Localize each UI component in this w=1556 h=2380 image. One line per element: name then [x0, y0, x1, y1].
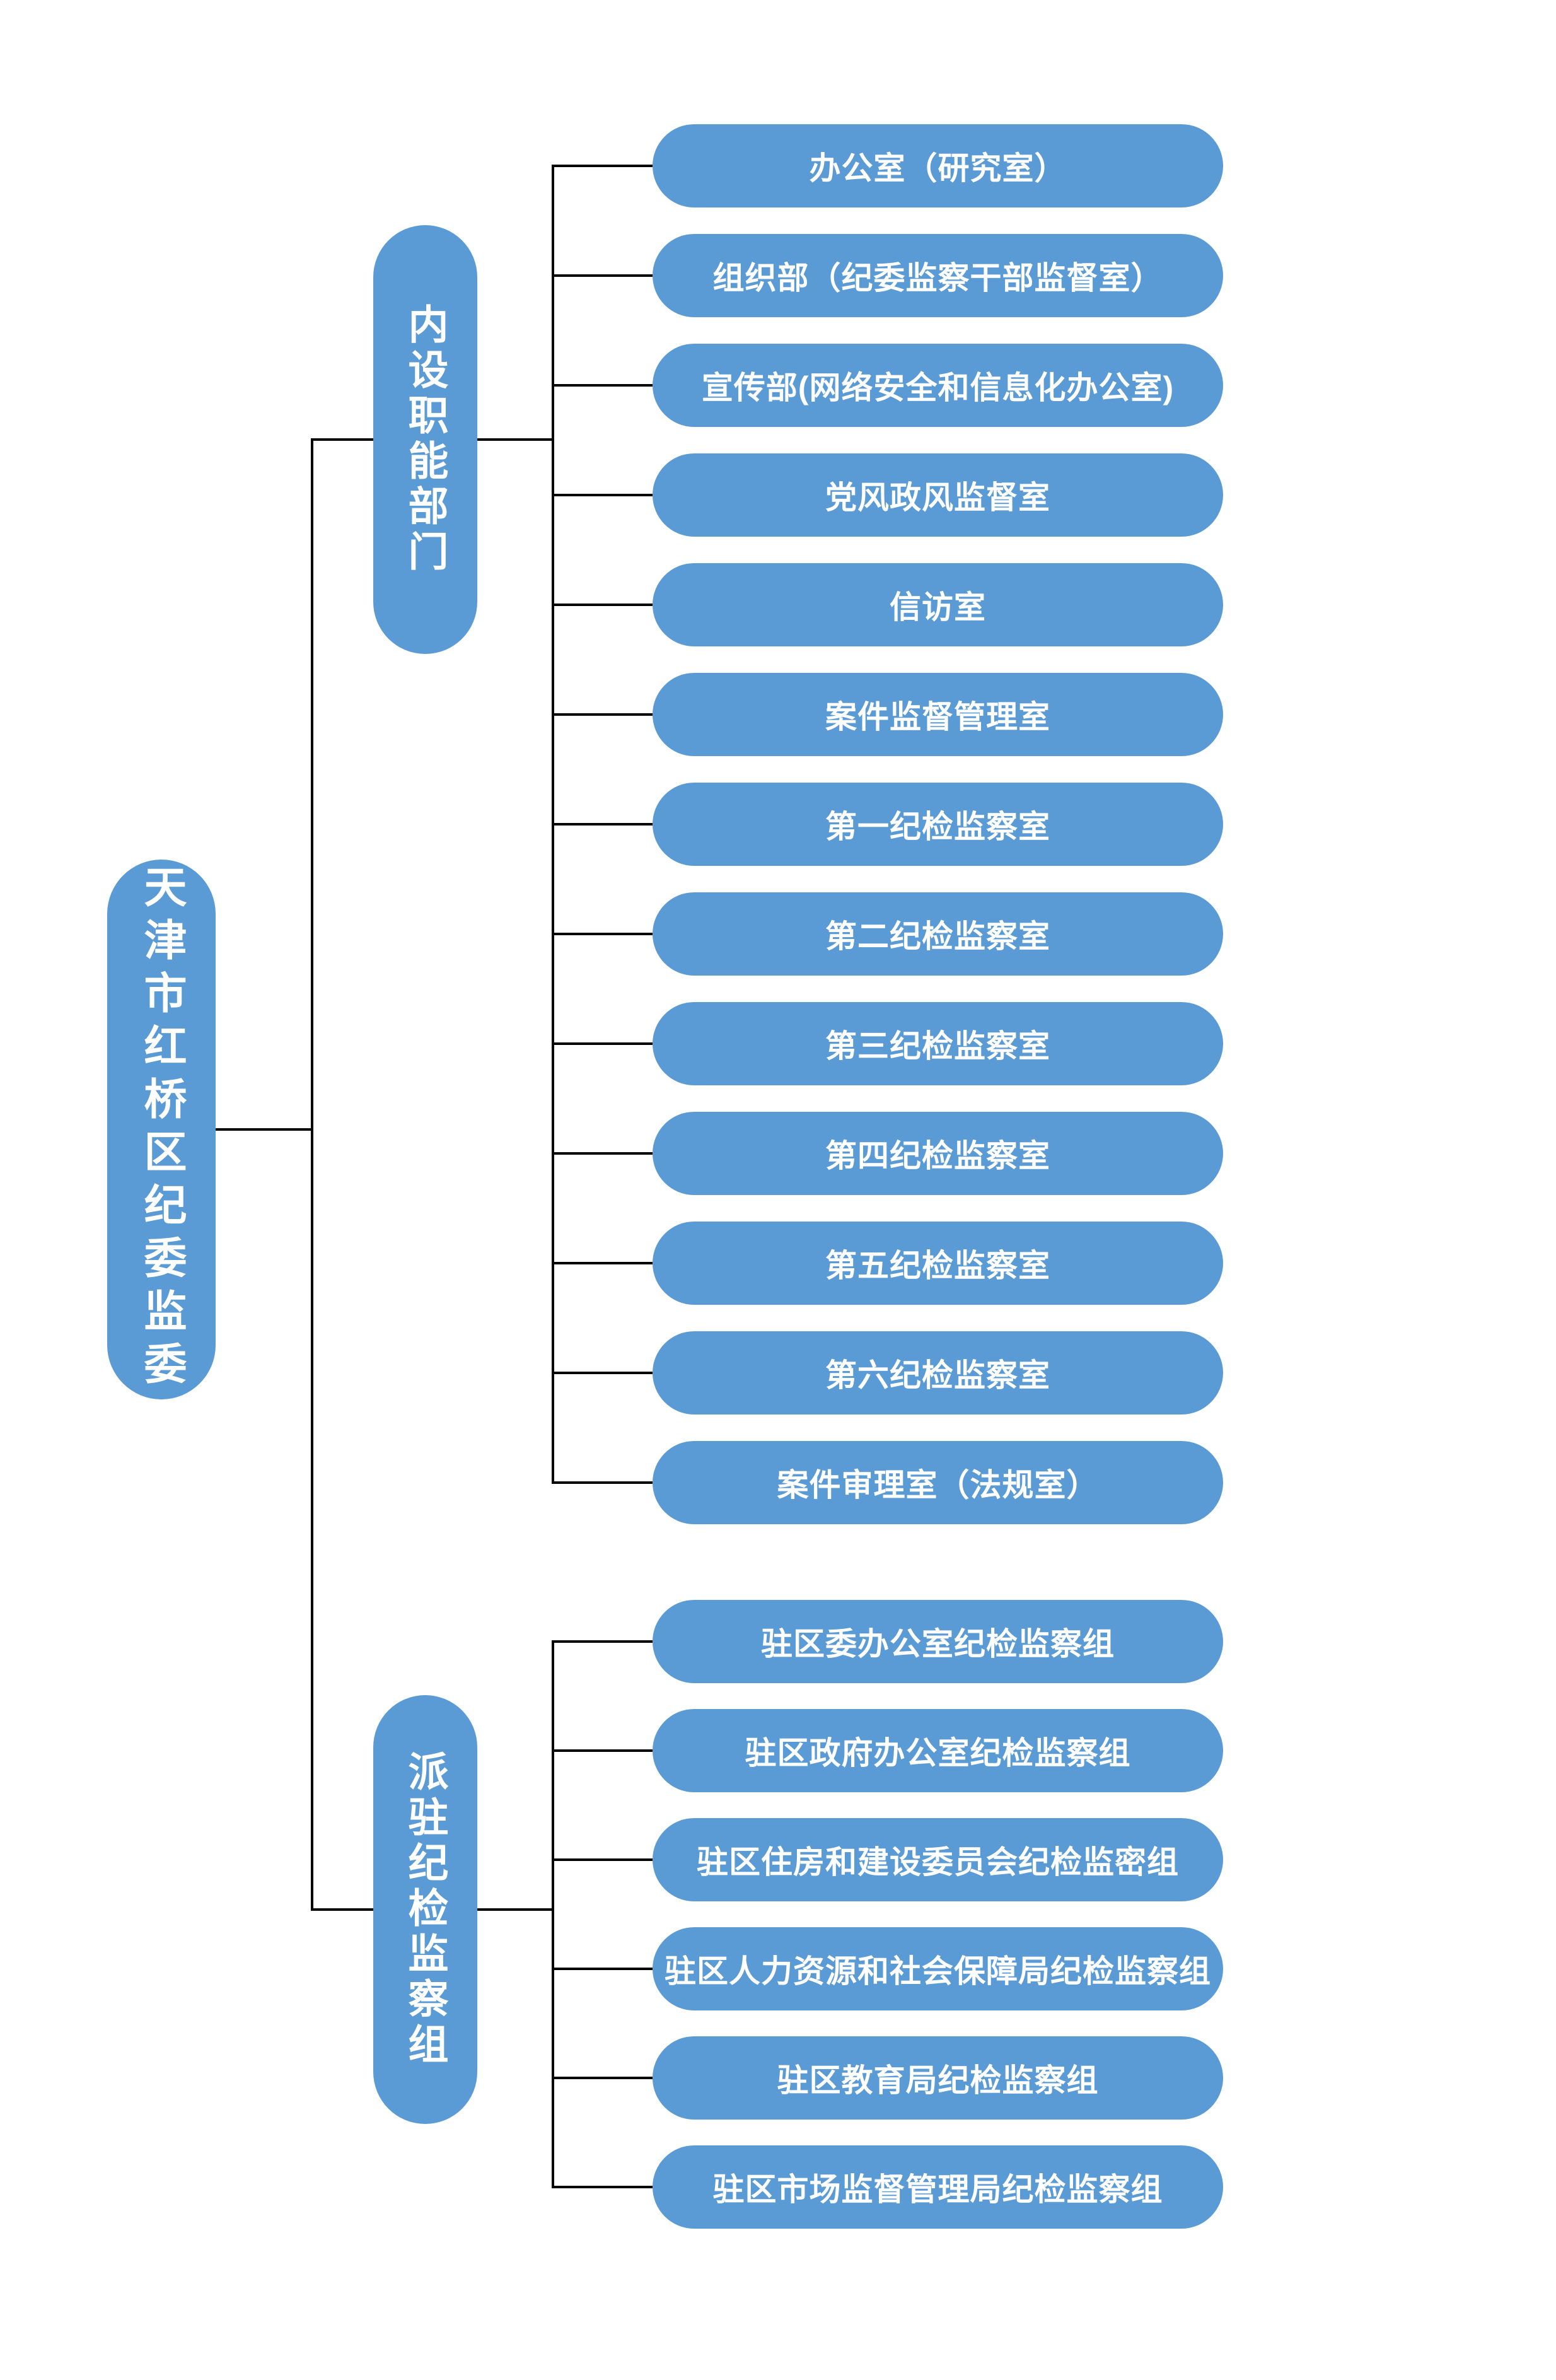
- org-node-leaf-label: 驻区教育局纪检监察组: [777, 2063, 1099, 2098]
- connector-line-horizontal: [553, 165, 653, 167]
- org-node-leaf: 办公室（研究室）: [653, 124, 1223, 207]
- connector-line-horizontal: [553, 1640, 653, 1643]
- org-node-leaf-label: 案件监督管理室: [825, 699, 1050, 735]
- org-node-leaf: 第三纪检监察室: [653, 1002, 1223, 1085]
- org-node-leaf-label: 第一纪检监察室: [825, 809, 1050, 844]
- connector-line-horizontal: [553, 1481, 653, 1484]
- org-node-leaf-label: 第二纪检监察室: [825, 919, 1050, 954]
- org-node-leaf: 第二纪检监察室: [653, 892, 1223, 976]
- connector-line-vertical: [552, 1640, 554, 2188]
- connector-line-horizontal: [553, 1749, 653, 1752]
- connector-line-horizontal: [553, 1042, 653, 1045]
- org-node-root: 天津市红桥区纪委监委: [107, 860, 216, 1399]
- org-node-leaf: 组织部（纪委监察干部监督室）: [653, 234, 1223, 317]
- connector-line-horizontal: [553, 1152, 653, 1155]
- org-node-leaf-label: 信访室: [890, 590, 986, 625]
- org-node-leaf: 党风政风监督室: [653, 453, 1223, 537]
- connector-line-horizontal: [477, 438, 554, 441]
- org-node-leaf-label: 第六纪检监察室: [825, 1358, 1050, 1393]
- org-node-leaf: 驻区住房和建设委员会纪检监密组: [653, 1818, 1223, 1901]
- org-node-leaf-label: 第三纪检监察室: [825, 1029, 1050, 1064]
- org-node-leaf-label: 宣传部(网络安全和信息化办公室): [701, 370, 1175, 405]
- org-node-leaf: 第四纪检监察室: [653, 1112, 1223, 1195]
- connector-line-horizontal: [553, 1968, 653, 1970]
- org-node-leaf: 驻区教育局纪检监察组: [653, 2036, 1223, 2120]
- connector-line-horizontal: [553, 823, 653, 825]
- connector-line-horizontal: [553, 2077, 653, 2079]
- connector-line-horizontal: [312, 1908, 373, 1911]
- org-node-branch-label: 派驻纪检监察组: [402, 1751, 448, 2068]
- connector-line-horizontal: [553, 494, 653, 496]
- connector-line-vertical: [311, 438, 313, 1911]
- org-node-leaf-label: 案件审理室（法规室）: [777, 1467, 1099, 1503]
- org-node-leaf-label: 驻区委办公室纪检监察组: [761, 1626, 1115, 1662]
- connector-line-horizontal: [553, 2186, 653, 2188]
- org-node-leaf: 案件审理室（法规室）: [653, 1441, 1223, 1524]
- org-node-branch-label: 内设职能部门: [402, 303, 448, 576]
- org-node-leaf: 信访室: [653, 563, 1223, 646]
- org-node-leaf: 驻区政府办公室纪检监察组: [653, 1709, 1223, 1792]
- org-node-leaf-label: 第五纪检监察室: [825, 1248, 1050, 1283]
- org-node-leaf-label: 驻区政府办公室纪检监察组: [745, 1735, 1131, 1771]
- org-node-branch-dispatched-groups: 派驻纪检监察组: [373, 1695, 477, 2124]
- connector-line-horizontal: [553, 1372, 653, 1374]
- org-node-leaf-label: 第四纪检监察室: [825, 1138, 1050, 1174]
- connector-line-horizontal: [553, 933, 653, 935]
- org-node-leaf: 第六纪检监察室: [653, 1331, 1223, 1415]
- connector-line-horizontal: [553, 604, 653, 606]
- connector-line-horizontal: [216, 1128, 313, 1131]
- org-node-leaf-label: 驻区市场监督管理局纪检监察组: [712, 2172, 1163, 2207]
- org-node-leaf: 驻区委办公室纪检监察组: [653, 1600, 1223, 1683]
- connector-line-horizontal: [553, 1858, 653, 1861]
- org-node-leaf-label: 办公室（研究室）: [809, 151, 1067, 186]
- org-node-leaf: 宣传部(网络安全和信息化办公室): [653, 344, 1223, 427]
- connector-line-horizontal: [312, 438, 373, 441]
- org-node-leaf: 第一纪检监察室: [653, 783, 1223, 866]
- connector-line-horizontal: [553, 384, 653, 387]
- connector-line-horizontal: [553, 274, 653, 277]
- org-node-leaf-label: 组织部（纪委监察干部监督室）: [712, 260, 1163, 296]
- org-node-leaf-label: 驻区人力资源和社会保障局纪检监察组: [665, 1954, 1211, 1989]
- connector-line-horizontal: [553, 1262, 653, 1264]
- org-node-leaf-label: 党风政风监督室: [825, 480, 1050, 515]
- connector-line-horizontal: [553, 713, 653, 716]
- org-node-leaf: 案件监督管理室: [653, 673, 1223, 756]
- org-node-leaf-label: 驻区住房和建设委员会纪检监密组: [697, 1845, 1179, 1880]
- org-node-leaf: 驻区市场监督管理局纪检监察组: [653, 2145, 1223, 2229]
- connector-line-horizontal: [477, 1908, 554, 1911]
- org-node-leaf: 驻区人力资源和社会保障局纪检监察组: [653, 1927, 1223, 2010]
- org-node-leaf: 第五纪检监察室: [653, 1222, 1223, 1305]
- org-node-branch-internal-departments: 内设职能部门: [373, 225, 477, 654]
- org-node-root-label: 天津市红桥区纪委监委: [137, 865, 185, 1394]
